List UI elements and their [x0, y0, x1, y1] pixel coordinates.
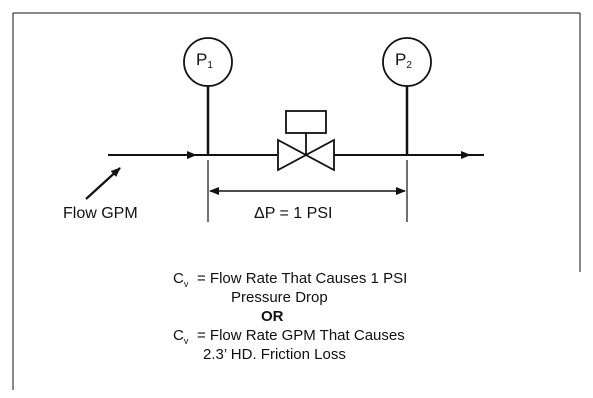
delta-p-label: ΔP = 1 PSI — [254, 205, 333, 222]
valve-actuator — [285, 110, 327, 134]
cv-symbol-2-sub: v — [183, 336, 189, 346]
flow-gpm-label: Flow GPM — [63, 205, 138, 222]
cv-symbol-2-letter: C — [173, 327, 184, 344]
gauge-p1-letter: P — [196, 50, 208, 69]
cv-symbol-1: Cv — [173, 270, 189, 289]
definition-1-line-2: Pressure Drop — [231, 289, 328, 306]
definition-2-line-2: 2.3’ HD. Friction Loss — [203, 346, 346, 363]
gauge-p2-subscript: 2 — [406, 60, 412, 71]
definition-1-line-1: = Flow Rate That Causes 1 PSI — [197, 270, 408, 287]
cv-symbol-1-letter: C — [173, 270, 184, 287]
gauge-p2-label: P2 — [395, 50, 412, 71]
or-label: OR — [261, 308, 284, 325]
cv-symbol-2: Cv — [173, 327, 189, 346]
gauge-p1-label: P1 — [196, 50, 213, 71]
flow-pointer-arrow — [85, 167, 121, 200]
gauge-p1-subscript: 1 — [207, 60, 213, 71]
gauge-p2-letter: P — [395, 50, 407, 69]
cv-symbol-1-sub: v — [183, 279, 189, 289]
definition-2-line-1: = Flow Rate GPM That Causes — [197, 327, 405, 344]
